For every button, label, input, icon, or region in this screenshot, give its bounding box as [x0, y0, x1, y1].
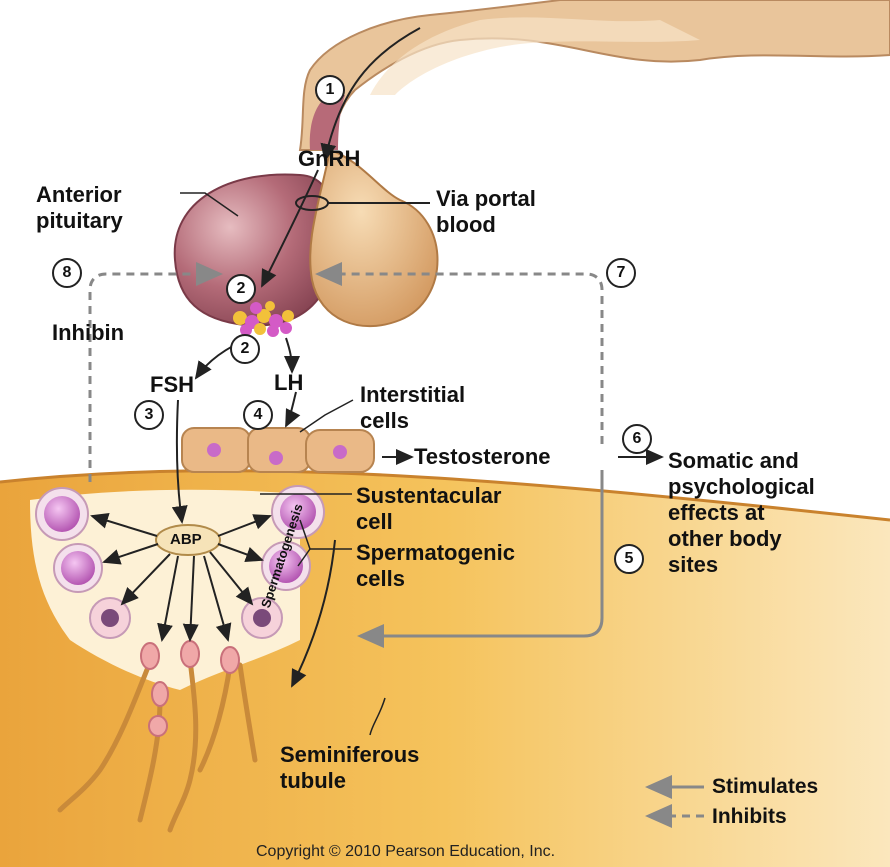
hypothalamus-stalk	[300, 0, 890, 150]
step-6-marker: 6	[622, 424, 652, 454]
spermatogenic-cells-label: Spermatogenic cells	[356, 540, 515, 592]
via-portal-blood-label: Via portal blood	[436, 186, 536, 238]
inhibin-label: Inhibin	[52, 320, 124, 346]
step-4-marker: 4	[243, 400, 273, 430]
anterior-pituitary-label: Anterior pituitary	[36, 182, 123, 234]
step-8-marker: 8	[52, 258, 82, 288]
step-1-marker: 1	[315, 75, 345, 105]
seminiferous-tubule-label: Seminiferous tubule	[280, 742, 419, 794]
pituitary-gland	[175, 150, 438, 326]
abp-label: ABP	[170, 531, 202, 548]
gnrh-label: GnRH	[298, 146, 360, 172]
step-2-marker: 2	[226, 274, 256, 304]
fsh-label: FSH	[150, 372, 194, 398]
testosterone-label: Testosterone	[414, 444, 551, 470]
step-2-marker: 2	[230, 334, 260, 364]
lh-label: LH	[274, 370, 303, 396]
legend-inhibits-label: Inhibits	[712, 804, 787, 829]
interstitial-cells-art	[182, 428, 374, 472]
sustentacular-cell-label: Sustentacular cell	[356, 483, 502, 535]
legend-stimulates-label: Stimulates	[712, 774, 818, 799]
somatic-effects-label: Somatic and psychological effects at oth…	[668, 448, 815, 578]
copyright-notice: Copyright © 2010 Pearson Education, Inc.	[256, 843, 555, 861]
interstitial-cells-label: Interstitial cells	[360, 382, 465, 434]
step-3-marker: 3	[134, 400, 164, 430]
step-7-marker: 7	[606, 258, 636, 288]
step-5-marker: 5	[614, 544, 644, 574]
